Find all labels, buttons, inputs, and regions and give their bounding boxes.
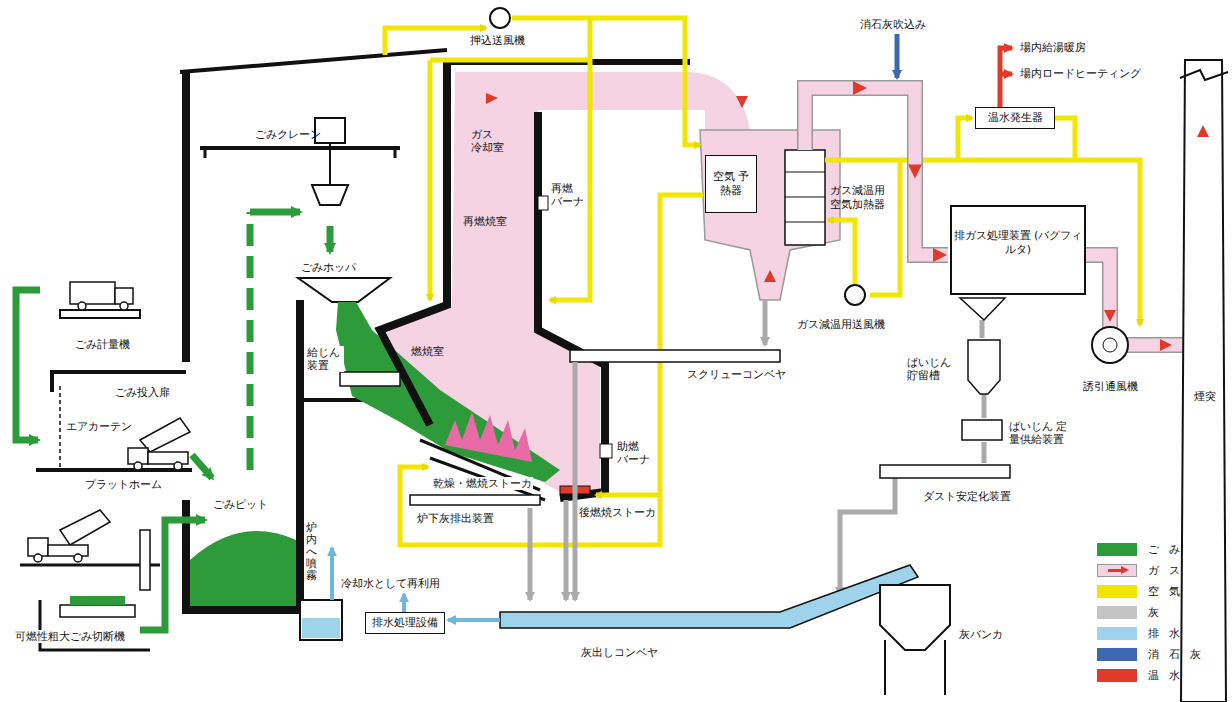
reuse-label: 冷却水として再利用: [340, 577, 441, 590]
legend-swatch: [1097, 543, 1137, 556]
duct-outline: [805, 88, 948, 255]
stoker-label: 後燃焼ストーカ: [578, 506, 657, 519]
platform-label: プラットホーム: [85, 478, 162, 491]
hot-water-generator-box: 温水発生器: [975, 107, 1055, 129]
hot-water-use-label: 場内給湯暖房: [1020, 41, 1086, 54]
spray-label: 炉内へ噴霧: [306, 522, 317, 582]
node-text: 排ガス処理装置 (バグフィルタ): [952, 229, 1084, 257]
scale-label: ごみ計量機: [75, 338, 130, 351]
legend-swatch: [1097, 606, 1137, 619]
legend-swatch: [1097, 585, 1137, 598]
burner-label: 助燃 バーナ: [616, 440, 652, 466]
chamber-label: 燃焼室: [410, 345, 445, 358]
legend-text: 空気: [1148, 584, 1190, 599]
legend-swatch: [1097, 648, 1137, 661]
silo-label: ばいじん 貯留槽: [906, 356, 955, 382]
legend-text: 温水: [1148, 668, 1190, 683]
legend-arrow-head: [1121, 566, 1129, 574]
flow-arrow: [933, 248, 947, 262]
bag-filter-box: 排ガス処理装置 (バグフィルタ): [950, 205, 1086, 295]
conveyor-label: 灰出しコンベヤ: [580, 646, 659, 659]
feeder-label: 給じん 装置: [306, 346, 344, 372]
legend-text: ガス: [1148, 563, 1190, 578]
flow-arrow: [853, 81, 867, 95]
shredder-label: 可燃性粗大ごみ切断機: [14, 630, 126, 643]
ash-bunker-label: 灰バンカ: [958, 628, 1004, 641]
legend-arrow: [1108, 569, 1122, 572]
legend-text: ごみ: [1148, 542, 1190, 557]
hopper-label: ごみホッパ: [300, 261, 357, 274]
door-label: ごみ投入扉: [115, 386, 170, 399]
node-text: ガス減温用 空気加熱器: [830, 184, 892, 212]
road-heating-label: 場内ロードヒーティング: [1020, 67, 1141, 80]
feeder-label: ばいじん 定量供給装置: [1008, 420, 1079, 446]
lime-injection-label: 消石灰吹込み: [860, 18, 926, 31]
legend-text: 灰: [1148, 605, 1169, 620]
stoker-label: 乾燥・燃焼ストーカ: [432, 477, 533, 490]
fan-label: 誘引通風機: [1082, 380, 1139, 393]
chamber-label: ガス 冷却室: [470, 128, 508, 154]
legend-text: 消石灰: [1148, 647, 1211, 662]
wastewater-treatment-box: 排水処理設備: [365, 612, 445, 634]
crane-label: ごみクレーン: [255, 128, 321, 141]
node-text: 温水発生器: [988, 111, 1043, 125]
ash-discharger-label: 炉下灰排出装置: [416, 512, 495, 525]
air-preheater-box: 空気 予熱器: [705, 155, 757, 213]
fan-label: 押込送風機: [470, 34, 525, 47]
fan-label: ガス減温用送風機: [796, 318, 886, 331]
screw-conveyor-label: スクリューコンベヤ: [686, 368, 787, 381]
legend-swatch: [1097, 669, 1137, 682]
legend-swatch: [1097, 564, 1137, 577]
chimney-label: 煙突: [1193, 390, 1217, 403]
air-heater-unit: ガス減温用 空気加熱器: [785, 150, 920, 245]
flow-arrow: [908, 165, 922, 179]
node-text: 空気 予熱器: [712, 170, 749, 198]
node-text: 排水処理設備: [372, 616, 438, 630]
pit-label: ごみピット: [212, 498, 269, 511]
gas-duct: [805, 81, 948, 262]
stabilizer-label: ダスト安定化装置: [922, 490, 1012, 503]
legend-swatch: [1097, 627, 1137, 640]
burner-label: 再燃 バーナ: [550, 182, 586, 208]
legend-text: 排水: [1148, 626, 1190, 641]
duct-fill: [805, 88, 948, 255]
chamber-label: 再燃焼室: [462, 215, 508, 228]
air-curtain-label: エアカーテン: [66, 420, 132, 433]
